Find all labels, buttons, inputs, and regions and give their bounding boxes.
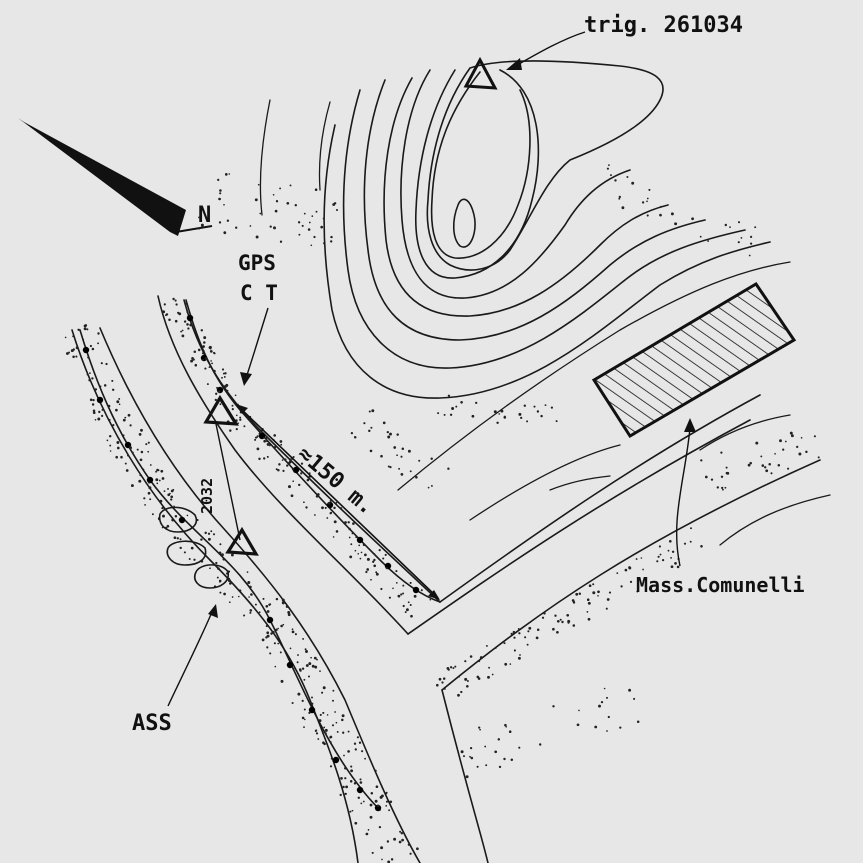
north-label: N xyxy=(198,203,211,228)
ass-triangle-icon xyxy=(225,526,259,556)
baseline-line xyxy=(215,423,241,541)
rock-outcrops xyxy=(158,506,230,589)
gps-triangle-icon xyxy=(203,394,239,426)
gps-label: GPS xyxy=(238,251,276,275)
trig-label: trig. 261034 xyxy=(584,13,743,38)
distance-dimension-line xyxy=(236,404,440,600)
farmhouse-building xyxy=(591,281,797,439)
baseline-label: 2032 xyxy=(198,478,216,514)
north-arrow-icon xyxy=(18,118,213,236)
contour-lines xyxy=(323,60,771,399)
terrain-lines xyxy=(259,99,831,546)
ct-label: C T xyxy=(240,281,278,305)
ass-label: ASS xyxy=(132,711,172,736)
farm-label: Mass.Comunelli xyxy=(636,573,805,597)
trig-point-triangle-icon xyxy=(463,56,498,90)
leader-arrows xyxy=(167,31,696,707)
